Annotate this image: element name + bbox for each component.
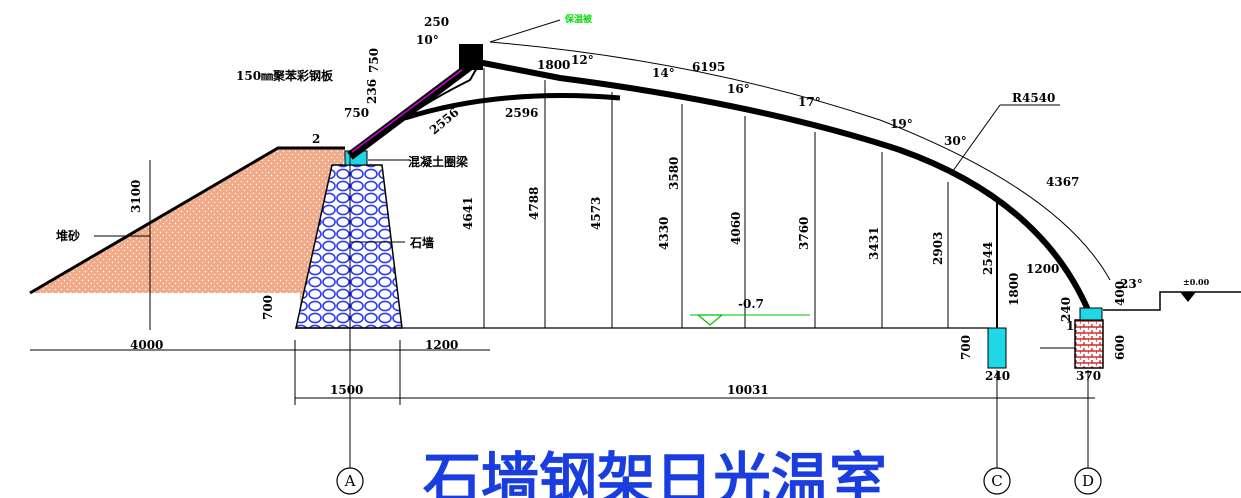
axis-c-circle bbox=[983, 467, 1011, 495]
back-roof-panel bbox=[347, 56, 481, 160]
arch-upper-chord bbox=[477, 59, 1091, 312]
label-h-240: 240 bbox=[1059, 297, 1073, 322]
radius-leader bbox=[949, 104, 1001, 176]
label-arc-6195: 6195 bbox=[692, 60, 725, 74]
label-dim-1500: 1500 bbox=[330, 383, 363, 397]
label-beam: 混凝土圈梁 bbox=[408, 154, 468, 169]
front-wall-d bbox=[1074, 319, 1104, 369]
label-angle-14: 14° bbox=[652, 66, 675, 80]
label-dim-1800: 1800 bbox=[537, 58, 570, 72]
bottom-dimensions bbox=[30, 160, 1095, 405]
label-h-4573: 4573 bbox=[589, 197, 603, 230]
label-h-700-c: 700 bbox=[959, 335, 973, 360]
outer-dimension-arc bbox=[489, 41, 1111, 281]
front-beam-d bbox=[1079, 307, 1103, 321]
right-ground bbox=[1103, 291, 1241, 311]
ridge-block bbox=[459, 44, 483, 70]
callout-leader bbox=[489, 19, 561, 43]
label-dim-10031: 10031 bbox=[727, 383, 769, 397]
label-angle-12: 12° bbox=[571, 53, 594, 67]
arch-inner-chord bbox=[404, 93, 621, 121]
label-dim-370: 370 bbox=[1076, 369, 1101, 383]
label-h-4060: 4060 bbox=[729, 212, 743, 245]
right-level-marker bbox=[1180, 292, 1196, 302]
label-arc-4367: 4367 bbox=[1046, 175, 1079, 189]
pier-c bbox=[987, 327, 1007, 369]
label-dim-2: 2 bbox=[312, 132, 320, 146]
label-angle-10: 10° bbox=[416, 33, 439, 47]
sand-outline bbox=[29, 146, 345, 295]
label-h-3580: 3580 bbox=[667, 157, 681, 190]
axis-d-label: D bbox=[1082, 472, 1094, 490]
label-dim-240: 240 bbox=[985, 369, 1010, 383]
axis-c-label: C bbox=[991, 472, 1002, 490]
axis-d-circle bbox=[1074, 467, 1102, 495]
back-roof-panel-edge bbox=[351, 57, 479, 153]
label-level: -0.7 bbox=[738, 297, 764, 311]
label-angle-17: 17° bbox=[798, 95, 821, 109]
label-h-600: 600 bbox=[1113, 335, 1127, 360]
height-lines bbox=[483, 68, 949, 328]
label-dim-750-top: 750 bbox=[367, 48, 381, 73]
label-callout-top: 保温被 bbox=[564, 13, 593, 25]
label-dim-750: 750 bbox=[344, 106, 369, 120]
label-top-width: 250 bbox=[424, 15, 449, 29]
level-marker bbox=[696, 314, 724, 326]
label-dim-236: 236 bbox=[365, 79, 379, 104]
drawing-title: 石墙钢架日光温室 bbox=[423, 446, 887, 498]
axis-a-circle bbox=[336, 467, 364, 495]
label-panel: 150㎜聚苯彩钢板 bbox=[236, 68, 334, 83]
label-h-700-left: 700 bbox=[261, 295, 275, 320]
label-dim-2596: 2596 bbox=[505, 106, 538, 120]
label-angle-30: 30° bbox=[944, 134, 967, 148]
label-h-2544: 2544 bbox=[981, 242, 995, 275]
label-h-1800: 1800 bbox=[1007, 273, 1021, 306]
label-h-3100: 3100 bbox=[129, 180, 143, 213]
label-one: 1 bbox=[1066, 319, 1074, 333]
label-h-3760: 3760 bbox=[797, 217, 811, 250]
label-dim-1200-right: 1200 bbox=[1026, 262, 1059, 276]
label-dim-4000: 4000 bbox=[130, 338, 163, 352]
label-h-4330: 4330 bbox=[657, 217, 671, 250]
label-angle-23: 23° bbox=[1120, 277, 1143, 291]
label-h-400: 400 bbox=[1113, 281, 1127, 306]
label-angle-16: 16° bbox=[727, 82, 750, 96]
label-ground-right: ±0.00 bbox=[1183, 277, 1210, 287]
label-h-4788: 4788 bbox=[527, 187, 541, 220]
label-sand: 堆砂 bbox=[56, 228, 80, 243]
axis-a-label: A bbox=[344, 472, 356, 490]
label-h-3431: 3431 bbox=[867, 227, 881, 260]
label-dim-1200: 1200 bbox=[425, 338, 458, 352]
label-stone: 石墙 bbox=[409, 235, 434, 250]
label-angle-19: 19° bbox=[890, 117, 913, 131]
sand-mound bbox=[30, 148, 345, 328]
label-h-4641: 4641 bbox=[461, 197, 475, 230]
label-h-2903: 2903 bbox=[931, 232, 945, 265]
label-radius: R4540 bbox=[1012, 91, 1055, 105]
